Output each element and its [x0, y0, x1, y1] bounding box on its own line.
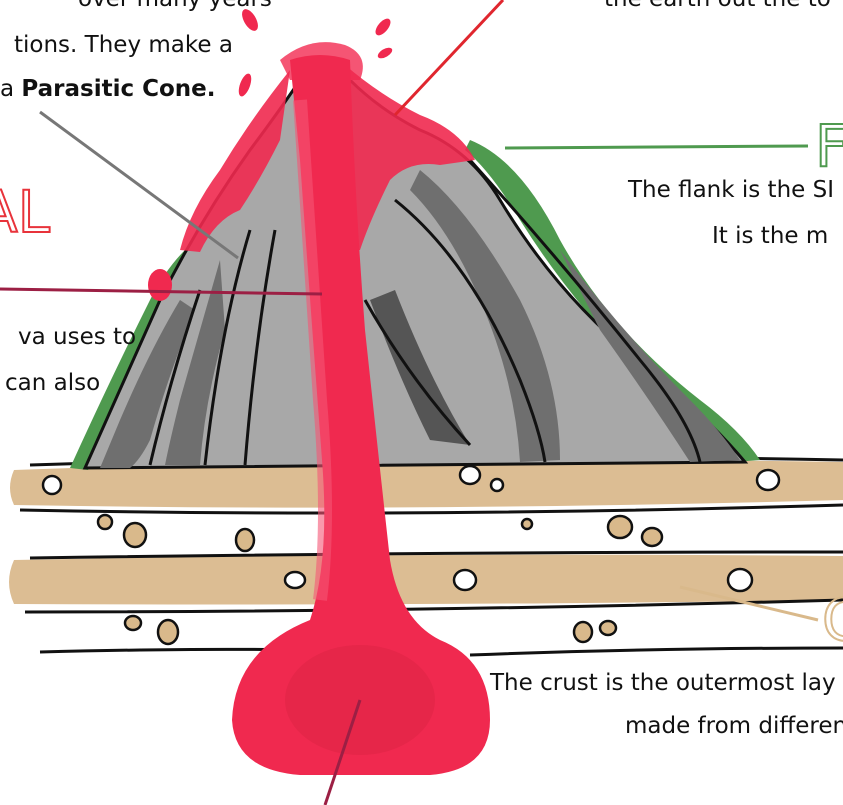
- left-big-letter: AL: [0, 178, 50, 246]
- top-right-line1: the earth out the to: [604, 0, 831, 12]
- crust-line1: The crust is the outermost lay: [489, 670, 836, 696]
- pointer-parasitic-line: [40, 112, 238, 258]
- flank-big-letter: F: [815, 112, 843, 180]
- crust-big-letter: C: [822, 586, 843, 654]
- pointer-flank-line: [505, 146, 808, 148]
- parasitic-cone-text: over many years tions. They make a a Par…: [0, 0, 272, 102]
- crust-line2: made from differen: [625, 713, 843, 739]
- left-line2: can also: [5, 370, 100, 396]
- top-left-line3: a Parasitic Cone.: [0, 76, 216, 102]
- flank-line1: The flank is the SI: [627, 177, 834, 203]
- left-line1: va uses to: [18, 324, 136, 350]
- top-left-line3-prefix: a: [0, 76, 21, 102]
- pointer-crater-line: [395, 0, 503, 115]
- parasitic-cone-label: Parasitic Cone.: [21, 76, 215, 102]
- top-left-line2: tions. They make a: [14, 32, 233, 58]
- flank-line2: It is the m: [712, 223, 828, 249]
- top-left-line1: over many years: [78, 0, 272, 12]
